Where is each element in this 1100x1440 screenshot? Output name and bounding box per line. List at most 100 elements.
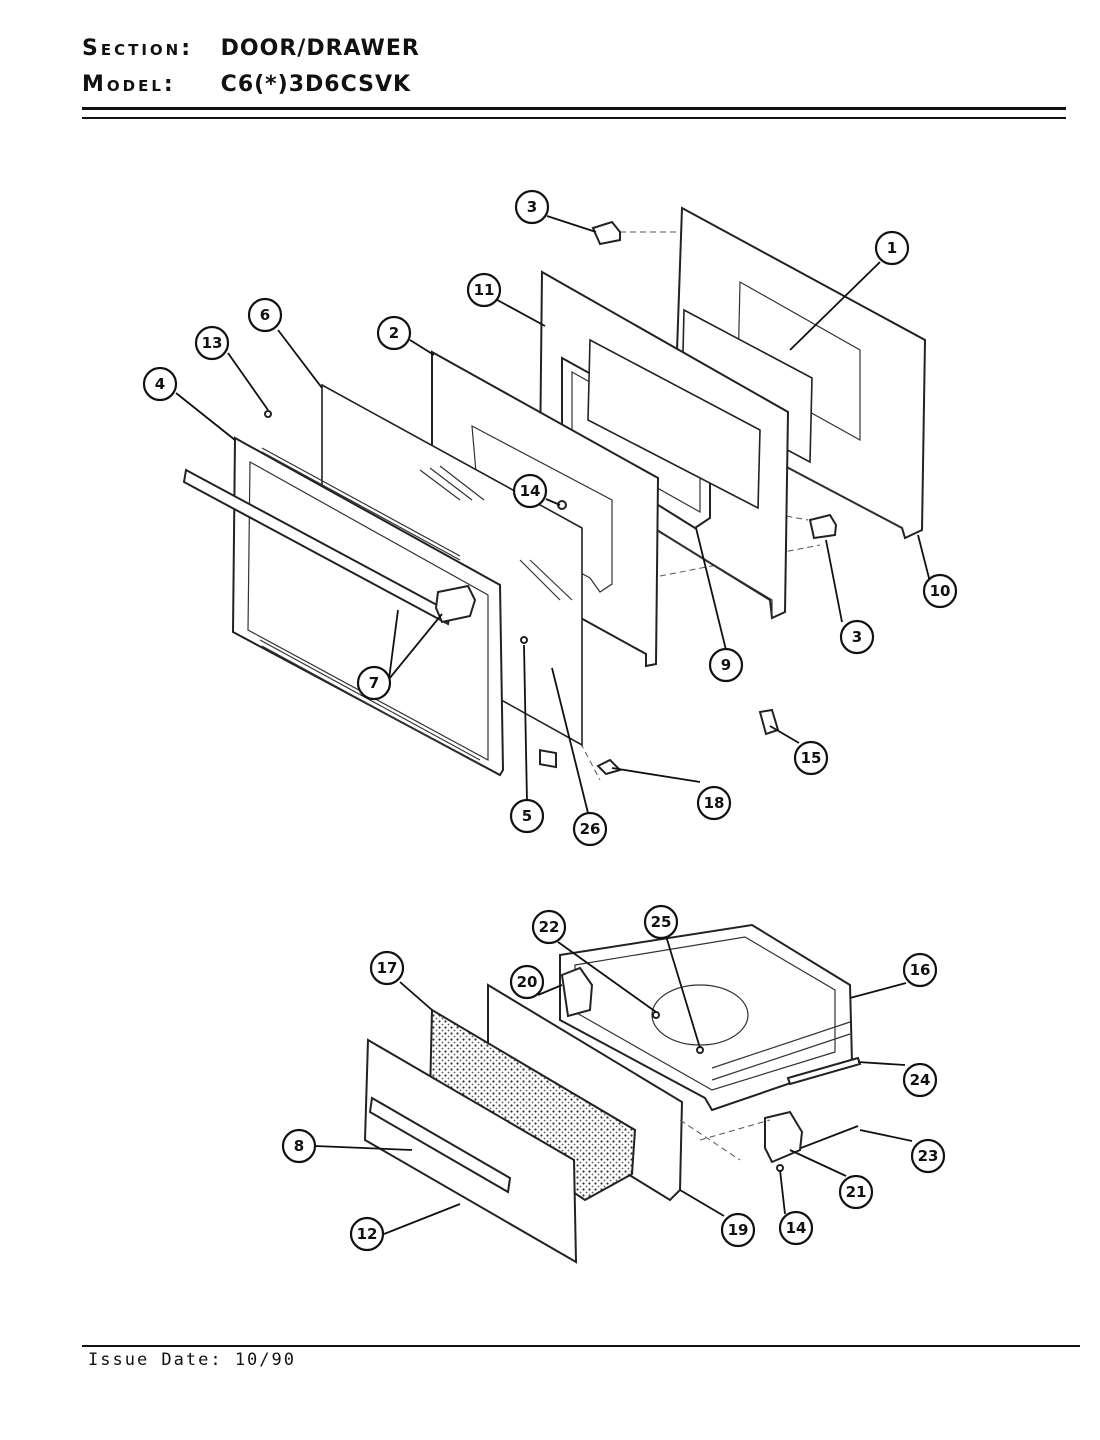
callout-16: 16 [902, 952, 938, 988]
callout-17: 17 [369, 950, 405, 986]
glass-reflection-1 [419, 465, 485, 501]
callout-13: 13 [194, 325, 230, 361]
door-bracket [596, 758, 622, 776]
hinge-clip-top [591, 220, 621, 246]
section-value: DOOR/DRAWER [220, 36, 420, 61]
model-line: Model: C6(*)3D6CSVK [82, 72, 411, 97]
roller-bracket [764, 1110, 804, 1164]
svg-text:15: 15 [801, 749, 822, 767]
svg-text:23: 23 [918, 1147, 939, 1165]
callout-2: 2 [376, 315, 412, 351]
drawer-alignment-lines [679, 1119, 771, 1161]
svg-text:18: 18 [704, 794, 725, 812]
callout-22: 22 [531, 909, 567, 945]
callout-23: 23 [910, 1138, 946, 1174]
svg-text:19: 19 [728, 1221, 749, 1239]
svg-text:25: 25 [651, 913, 672, 931]
door-handle-bar [182, 468, 452, 626]
svg-text:21: 21 [846, 1183, 867, 1201]
callout-12: 12 [349, 1216, 385, 1252]
issue-date: Issue Date: 10/90 [88, 1350, 296, 1370]
svg-text:7: 7 [369, 674, 379, 692]
callout-24: 24 [902, 1062, 938, 1098]
svg-text:3: 3 [852, 628, 862, 646]
svg-text:14: 14 [520, 482, 541, 500]
svg-text:12: 12 [357, 1225, 378, 1243]
outer-door-frame [231, 436, 505, 777]
svg-text:2: 2 [389, 324, 399, 342]
drawer-handle [368, 1096, 512, 1194]
leader-door [175, 215, 931, 814]
model-value: C6(*)3D6CSVK [220, 72, 412, 97]
header-rule-bottom [82, 117, 1066, 119]
frame-vent-slots-top [261, 447, 461, 561]
drawer-side-rail [711, 1021, 851, 1081]
callout-8: 8 [281, 1128, 317, 1164]
svg-text:11: 11 [474, 281, 495, 299]
svg-text:14: 14 [786, 1219, 807, 1237]
svg-text:10: 10 [930, 582, 951, 600]
callout-1: 1 [874, 230, 910, 266]
drawer-outer-front [363, 1038, 578, 1264]
svg-text:16: 16 [910, 961, 931, 979]
callout-11: 11 [466, 272, 502, 308]
svg-text:6: 6 [260, 306, 270, 324]
window-pack-glass [587, 338, 761, 510]
screw-5 [520, 636, 528, 644]
outer-door-frame-opening [247, 460, 489, 762]
glass-reflection-2 [519, 559, 573, 601]
callout-9: 9 [708, 647, 744, 683]
svg-text:1: 1 [887, 239, 897, 257]
svg-text:13: 13 [202, 334, 223, 352]
callout-25: 25 [643, 904, 679, 940]
callout-14-drawer: 14 [778, 1210, 814, 1246]
leader-drawer [314, 935, 913, 1235]
hinge-clip-bottom [808, 513, 838, 540]
rating-label [539, 749, 557, 769]
svg-text:3: 3 [527, 198, 537, 216]
svg-text:4: 4 [155, 375, 165, 393]
callout-7: 7 [356, 665, 392, 701]
screw-22 [652, 1011, 660, 1019]
oven-door-assembly [182, 206, 927, 781]
callout-15: 15 [793, 740, 829, 776]
model-label: Model: [82, 72, 176, 97]
callouts-door: 3 1 11 2 6 13 4 14 3 10 9 7 5 26 15 18 [142, 189, 958, 847]
alignment-lines [519, 231, 821, 781]
callout-14-door: 14 [512, 473, 548, 509]
callout-26: 26 [572, 811, 608, 847]
door-latch [758, 708, 780, 736]
callout-21: 21 [838, 1174, 874, 1210]
callout-10: 10 [922, 573, 958, 609]
leader-lines [175, 215, 931, 1235]
svg-text:5: 5 [522, 807, 532, 825]
footer-rule [82, 1345, 1080, 1347]
drawer-rail [786, 1056, 862, 1086]
callout-3-top: 3 [514, 189, 550, 225]
handle-end-cap [434, 584, 477, 624]
svg-text:8: 8 [294, 1137, 304, 1155]
callout-3-bottom: 3 [839, 619, 875, 655]
roller-bracket-left [560, 966, 594, 1018]
svg-text:20: 20 [517, 973, 538, 991]
callouts-drawer: 22 25 17 20 16 24 8 23 21 12 19 14 [281, 904, 946, 1252]
svg-text:24: 24 [910, 1071, 931, 1089]
callout-20: 20 [509, 964, 545, 1000]
drawer-body [559, 923, 854, 1112]
section-line: Section: DOOR/DRAWER [82, 36, 420, 61]
svg-text:9: 9 [721, 656, 731, 674]
drawer-assembly [363, 923, 862, 1264]
callout-18: 18 [696, 785, 732, 821]
callout-5: 5 [509, 798, 545, 834]
svg-text:17: 17 [377, 959, 398, 977]
header-rule-top [82, 107, 1066, 110]
screw-13 [264, 410, 272, 418]
section-label: Section: [82, 36, 194, 61]
callout-6: 6 [247, 297, 283, 333]
svg-text:26: 26 [580, 820, 601, 838]
callout-19: 19 [720, 1212, 756, 1248]
svg-text:22: 22 [539, 918, 560, 936]
frame-vent-slots-bottom [259, 639, 483, 767]
callout-4: 4 [142, 366, 178, 402]
